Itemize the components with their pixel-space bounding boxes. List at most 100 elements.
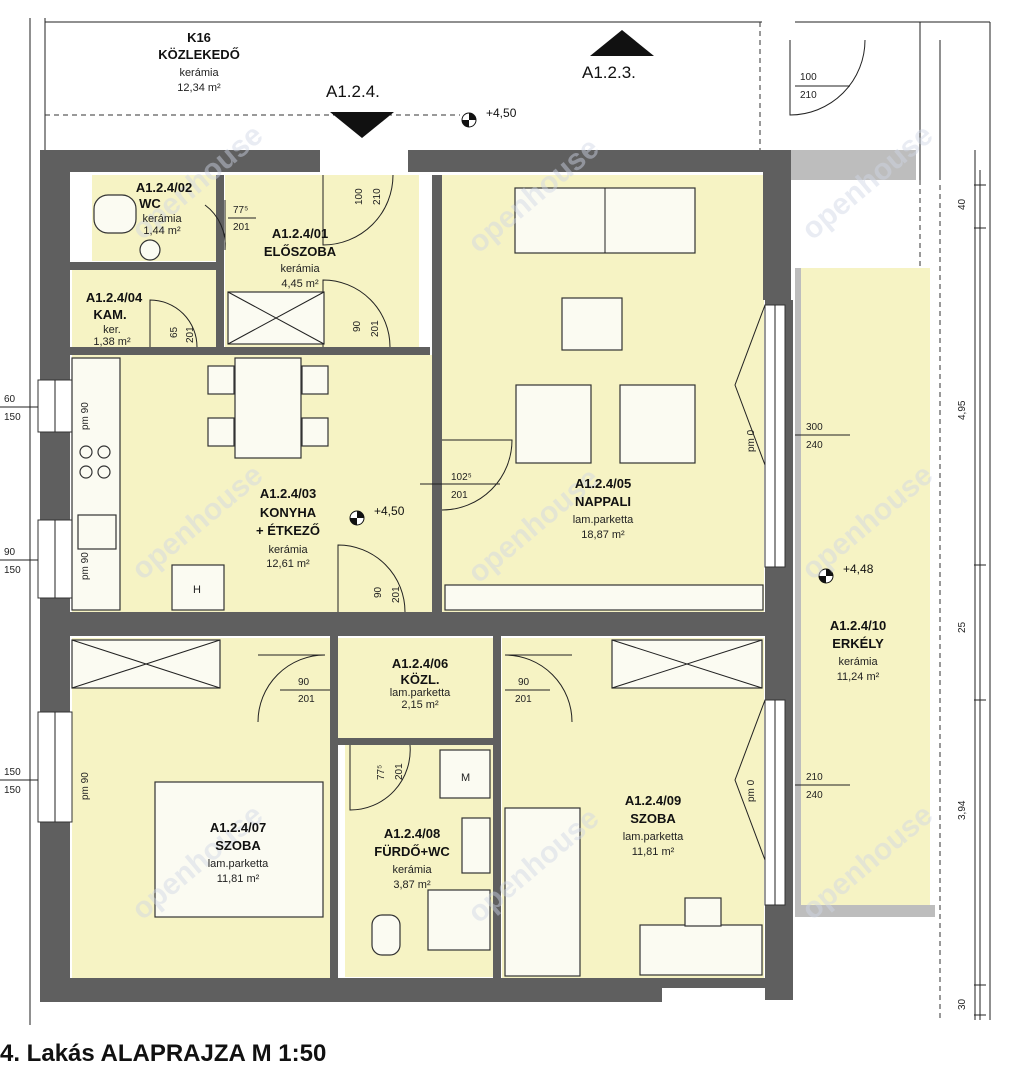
- svg-text:A1.2.4/09: A1.2.4/09: [625, 793, 681, 808]
- svg-text:A1.2.4/07: A1.2.4/07: [210, 820, 266, 835]
- svg-text:KONYHA: KONYHA: [260, 505, 317, 520]
- svg-text:pm 90: pm 90: [80, 772, 91, 800]
- apartment-a123-label: A1.2.3.: [582, 63, 636, 82]
- svg-text:SZOBA: SZOBA: [215, 838, 261, 853]
- room-label-bedroom-07: A1.2.4/07 SZOBA lam.parketta 11,81 m²: [208, 820, 269, 885]
- svg-text:210: 210: [806, 772, 823, 783]
- svg-text:201: 201: [391, 586, 402, 603]
- svg-text:18,87 m²: 18,87 m²: [581, 529, 625, 541]
- svg-text:201: 201: [298, 694, 315, 705]
- door-swings: [149, 39, 866, 811]
- svg-text:A1.2.4/08: A1.2.4/08: [384, 826, 440, 841]
- room-label-corridor: A1.2.4/06 KÖZL. lam.parketta 2,15 m²: [390, 656, 451, 711]
- fridge-label: H: [193, 584, 201, 596]
- svg-text:pm 90: pm 90: [80, 402, 91, 430]
- room-label-k16: K16 KÖZLEKEDŐ kerámia 12,34 m²: [158, 30, 240, 94]
- svg-text:150: 150: [4, 767, 21, 778]
- balcony-doors: [734, 304, 786, 906]
- svg-text:210: 210: [372, 188, 383, 205]
- svg-text:77⁵: 77⁵: [233, 205, 248, 216]
- svg-text:lam.parketta: lam.parketta: [623, 831, 684, 843]
- furniture: [71, 180, 921, 977]
- room-label-living: A1.2.4/05 NAPPALI lam.parketta 18,87 m²: [573, 476, 634, 541]
- svg-text:SZOBA: SZOBA: [630, 811, 676, 826]
- svg-text:12,34 m²: 12,34 m²: [177, 82, 221, 94]
- svg-text:11,24 m²: 11,24 m²: [837, 671, 880, 683]
- svg-text:pm 90: pm 90: [80, 552, 91, 580]
- svg-text:77⁵: 77⁵: [376, 765, 387, 780]
- window-dimensions: 60 150 90 150 150 150 300 240 210 240 pm…: [0, 394, 850, 802]
- room-fills: [72, 175, 930, 978]
- svg-text:kerámia: kerámia: [142, 213, 182, 225]
- svg-text:ker.: ker.: [103, 324, 121, 336]
- svg-text:A1.2.4/01: A1.2.4/01: [272, 226, 328, 241]
- svg-text:102⁵: 102⁵: [451, 472, 472, 483]
- svg-text:90: 90: [352, 320, 363, 332]
- svg-text:201: 201: [451, 490, 468, 501]
- svg-text:3,94: 3,94: [957, 800, 968, 820]
- washer-label: M: [461, 772, 470, 784]
- svg-text:11,81 m²: 11,81 m²: [217, 873, 260, 885]
- corridor-outline: [29, 18, 991, 1025]
- svg-text:65: 65: [169, 326, 180, 338]
- svg-text:kerámia: kerámia: [268, 544, 308, 556]
- svg-text:12,61 m²: 12,61 m²: [266, 558, 310, 570]
- svg-text:openhouse: openhouse: [796, 118, 940, 246]
- svg-text:150: 150: [4, 412, 21, 423]
- plan-title: 4. Lakás ALAPRAJZA M 1:50: [0, 1040, 327, 1067]
- svg-text:A1.2.4/03: A1.2.4/03: [260, 486, 316, 501]
- svg-text:kerámia: kerámia: [280, 263, 320, 275]
- svg-text:25: 25: [957, 621, 968, 633]
- svg-text:lam.parketta: lam.parketta: [573, 514, 634, 526]
- door-dimensions: 100 210 100 210 77⁵ 201 65 201 90 201 10…: [169, 72, 850, 780]
- room-label-hall: A1.2.4/01 ELŐSZOBA kerámia 4,45 m²: [264, 226, 337, 290]
- svg-text:30: 30: [957, 998, 968, 1010]
- svg-text:11,81 m²: 11,81 m²: [632, 846, 675, 858]
- svg-text:A1.2.4/05: A1.2.4/05: [575, 476, 631, 491]
- apartment-a124-arrow-icon: [330, 112, 394, 138]
- elevation-marker-balcony: [818, 568, 834, 584]
- elevation-corridor: +4,50: [486, 106, 517, 120]
- svg-text:300: 300: [806, 422, 823, 433]
- svg-text:kerámia: kerámia: [392, 864, 432, 876]
- svg-text:kerámia: kerámia: [838, 656, 878, 668]
- svg-text:KÖZLEKEDŐ: KÖZLEKEDŐ: [158, 47, 240, 62]
- room-label-balcony: A1.2.4/10 ERKÉLY kerámia 11,24 m²: [830, 618, 886, 683]
- svg-text:KÖZL.: KÖZL.: [401, 672, 440, 687]
- room-label-bathroom: A1.2.4/08 FÜRDŐ+WC kerámia 3,87 m²: [374, 826, 450, 891]
- svg-text:pm 0: pm 0: [746, 429, 757, 452]
- svg-text:4,45 m²: 4,45 m²: [281, 278, 319, 290]
- svg-text:150: 150: [4, 565, 21, 576]
- svg-text:NAPPALI: NAPPALI: [575, 494, 631, 509]
- svg-text:+ ÉTKEZŐ: + ÉTKEZŐ: [256, 523, 320, 538]
- svg-text:90: 90: [518, 677, 530, 688]
- svg-text:240: 240: [806, 440, 823, 451]
- svg-text:pm 0: pm 0: [746, 779, 757, 802]
- svg-text:100: 100: [800, 72, 817, 83]
- svg-text:WC: WC: [139, 196, 161, 211]
- svg-text:1,38 m²: 1,38 m²: [93, 336, 131, 348]
- svg-text:60: 60: [4, 394, 16, 405]
- svg-text:40: 40: [957, 198, 968, 210]
- svg-text:lam.parketta: lam.parketta: [208, 858, 269, 870]
- svg-text:201: 201: [370, 320, 381, 337]
- elevation-balcony: +4,48: [843, 562, 874, 576]
- svg-text:ERKÉLY: ERKÉLY: [832, 636, 884, 651]
- svg-text:4,95: 4,95: [957, 400, 968, 420]
- svg-text:ELŐSZOBA: ELŐSZOBA: [264, 244, 337, 259]
- elevation-marker-kitchen: [349, 510, 365, 526]
- svg-text:2,15 m²: 2,15 m²: [401, 699, 439, 711]
- apartment-a123-arrow-icon: [590, 30, 654, 56]
- svg-text:A1.2.4/02: A1.2.4/02: [136, 180, 192, 195]
- svg-text:3,87 m²: 3,87 m²: [393, 879, 431, 891]
- svg-text:90: 90: [4, 547, 16, 558]
- svg-text:FÜRDŐ+WC: FÜRDŐ+WC: [374, 844, 450, 859]
- svg-text:150: 150: [4, 785, 21, 796]
- svg-text:KAM.: KAM.: [93, 307, 126, 322]
- svg-text:A1.2.4/04: A1.2.4/04: [86, 290, 143, 305]
- elevation-kitchen: +4,50: [374, 504, 405, 518]
- svg-text:lam.parketta: lam.parketta: [390, 687, 451, 699]
- elevation-marker-corridor: [461, 112, 477, 128]
- room-label-wc: A1.2.4/02 WC kerámia 1,44 m²: [136, 180, 192, 237]
- svg-text:201: 201: [185, 326, 196, 343]
